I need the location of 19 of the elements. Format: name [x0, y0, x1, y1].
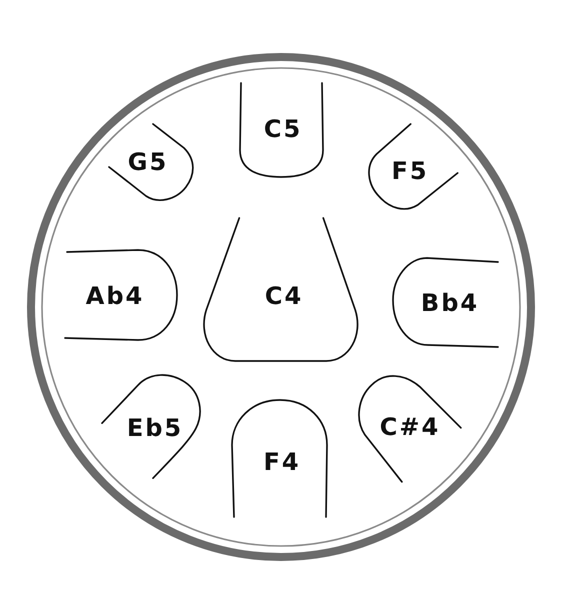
tongue-outline [358, 375, 462, 483]
tongue-outline [392, 257, 499, 348]
tongue-outline [64, 249, 178, 341]
note-label: Ab4 [84, 284, 144, 308]
drum-outline [27, 53, 535, 561]
tongue-outline [108, 123, 194, 202]
note-label: C5 [262, 117, 302, 141]
tongue-outline [231, 399, 328, 518]
tongue-outline [202, 217, 358, 362]
note-label: Eb5 [126, 416, 184, 440]
tongue-outline [368, 123, 459, 210]
note-label: C4 [264, 284, 304, 308]
note-label: F4 [262, 450, 301, 474]
note-label: C#4 [378, 414, 440, 439]
tongue-outline [239, 82, 324, 178]
tongue-outline [101, 374, 202, 479]
note-label: Bb4 [420, 291, 480, 315]
note-label: F5 [390, 159, 429, 183]
note-label: G5 [126, 150, 168, 174]
